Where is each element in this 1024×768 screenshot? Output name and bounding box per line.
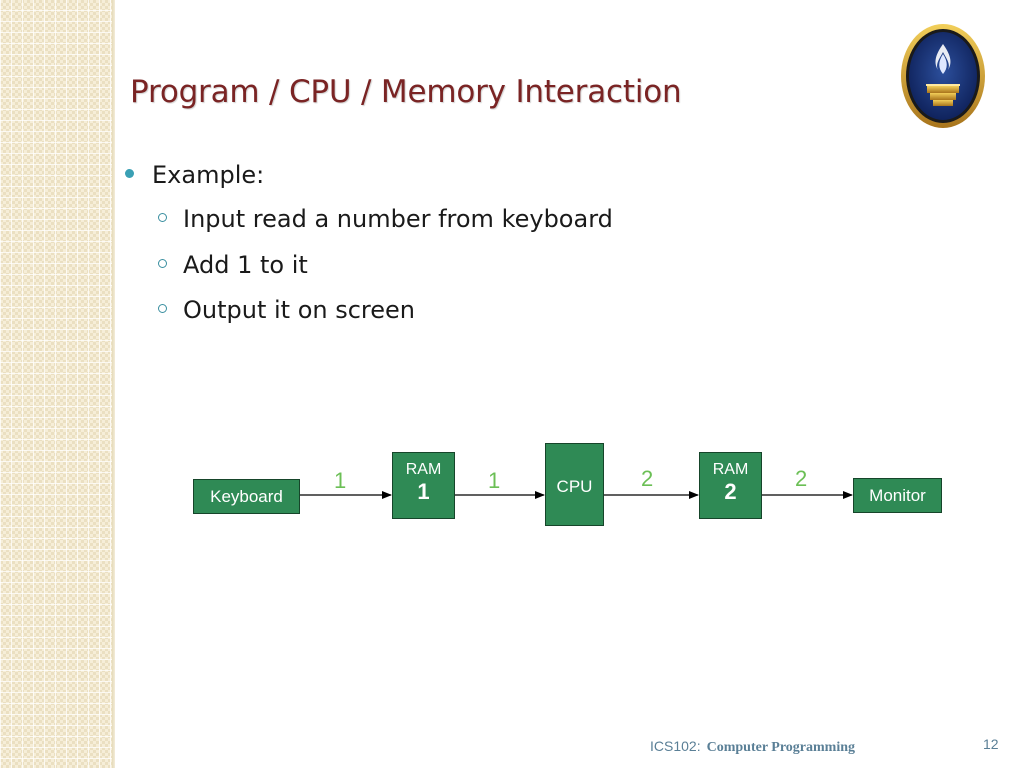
bullet-dot-icon: [125, 168, 134, 178]
edge-label-ram2-monitor: 2: [795, 466, 808, 491]
edge-label-keyboard-ram1: 1: [334, 468, 347, 493]
university-seal-icon: [901, 24, 985, 128]
bullet-text: Example:: [152, 161, 265, 189]
ram-2-node: RAM 2: [699, 452, 762, 519]
footer-subject: Computer Programming: [706, 740, 856, 755]
ram-1-node: RAM 1: [392, 452, 455, 519]
sub-bullet-text: Input read a number from keyboard: [183, 205, 613, 233]
footer-course-code: ICS102:: [650, 738, 701, 754]
ram-2-number: 2: [724, 479, 737, 504]
sub-bullet-item: Input read a number from keyboard: [158, 205, 613, 233]
monitor-node: Monitor: [853, 478, 942, 513]
sub-bullet-item: Add 1 to it: [158, 251, 308, 279]
edge-label-cpu-ram2: 2: [641, 466, 654, 491]
bullet-item-example: Example:: [125, 161, 264, 189]
page-number: 12: [983, 736, 999, 752]
sub-bullet-item: Output it on screen: [158, 296, 415, 324]
sub-bullet-ring-icon: [158, 258, 167, 268]
slide-footer: ICS102: Computer Programming: [650, 736, 855, 756]
ram-1-label: RAM: [405, 461, 442, 478]
edge-label-ram1-cpu: 1: [488, 468, 501, 493]
ram-2-label: RAM: [712, 461, 749, 478]
sub-bullet-text: Add 1 to it: [183, 251, 308, 279]
keyboard-node: Keyboard: [193, 479, 300, 514]
sub-bullet-text: Output it on screen: [183, 296, 416, 324]
slide-title: Program / CPU / Memory Interaction: [130, 74, 682, 110]
ram-1-number: 1: [417, 479, 430, 504]
sub-bullet-ring-icon: [158, 303, 167, 313]
sub-bullet-ring-icon: [158, 212, 167, 222]
cpu-node: CPU: [545, 443, 604, 526]
decorative-side-strip: [0, 0, 112, 768]
side-strip-edge: [112, 0, 115, 768]
